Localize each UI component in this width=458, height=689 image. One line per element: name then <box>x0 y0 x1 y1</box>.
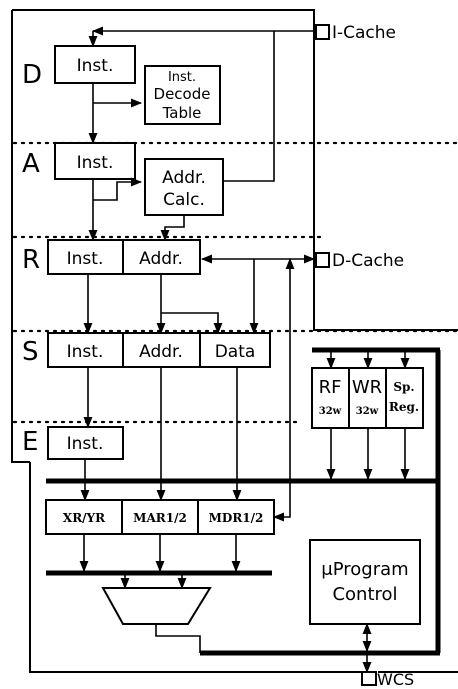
wire-alu-out <box>155 624 201 653</box>
mdr-label: MDR1/2 <box>209 511 264 525</box>
s-data-label: Data <box>215 342 256 362</box>
r-addr-box <box>122 239 201 275</box>
addr-calc-line1: Addr. <box>162 168 206 188</box>
sp-reg-line1: Sp. <box>393 380 414 394</box>
stage-label-d: D <box>22 60 42 90</box>
e-inst-box <box>47 426 124 460</box>
stage-label-r: R <box>22 245 40 275</box>
d-inst-box <box>54 45 136 84</box>
stage-label-e: E <box>22 427 38 457</box>
wr-size: 32w <box>356 406 379 417</box>
wire-calc-to-raddr <box>160 215 185 242</box>
r-addr-label: Addr. <box>139 249 183 269</box>
icache-port <box>315 24 330 40</box>
addr-calc-line2: Calc. <box>163 190 205 210</box>
e-inst-label: Inst. <box>67 434 104 454</box>
r-inst-label: Inst. <box>67 249 104 269</box>
d-inst-label: Inst. <box>77 56 114 76</box>
s-addr-label: Addr. <box>139 342 183 362</box>
xr-yr-label: XR/YR <box>63 511 106 525</box>
wire-ainst-to-calc <box>93 177 143 201</box>
uprogram-line1: μProgram <box>321 559 408 580</box>
stage-label-s: S <box>22 337 39 367</box>
s-data-box <box>199 332 271 368</box>
outer-frame-left <box>11 10 30 463</box>
uprogram-control-box <box>309 539 421 625</box>
decode-table-line3: Table <box>162 104 202 122</box>
decode-table-line2: Decode <box>154 85 211 103</box>
rf-box <box>311 367 350 429</box>
decode-table-line1: Inst. <box>168 70 196 85</box>
wcs-port <box>361 671 377 686</box>
rf-label: RF <box>319 377 342 398</box>
sp-reg-box <box>385 367 424 429</box>
dcache-label: D-Cache <box>332 251 404 271</box>
s-inst-label: Inst. <box>67 342 104 362</box>
wire-raddr-to-data <box>161 312 223 335</box>
wr-label: WR <box>352 377 382 398</box>
dcache-port <box>315 252 330 268</box>
a-inst-label: Inst. <box>77 153 114 173</box>
icache-label: I-Cache <box>332 23 396 43</box>
a-inst-box <box>54 142 136 180</box>
sp-reg-line2: Reg. <box>389 400 419 414</box>
r-inst-box <box>47 239 124 275</box>
mar-box <box>121 499 199 535</box>
lower-frame <box>29 462 362 673</box>
rf-size: 32w <box>319 406 342 417</box>
mar-label: MAR1/2 <box>133 511 187 525</box>
wire-calc-to-icache <box>223 31 275 182</box>
wcs-label: WCS <box>377 670 414 689</box>
wire-mdr-dcache-loop <box>272 257 295 522</box>
uprogram-line2: Control <box>332 584 397 605</box>
decode-table-box <box>144 65 221 125</box>
stage-label-a: A <box>22 149 40 179</box>
outer-frame <box>12 9 458 331</box>
alu <box>101 587 212 625</box>
